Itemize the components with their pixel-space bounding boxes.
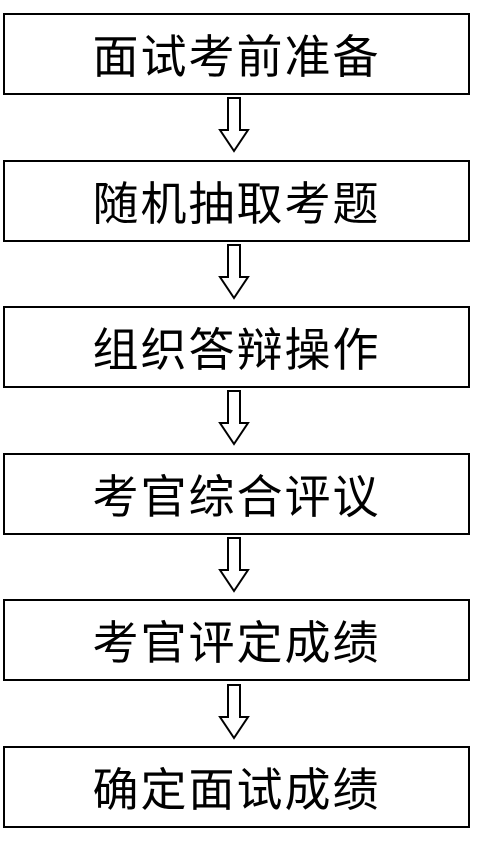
arrow-down-icon: [218, 97, 250, 153]
step-label-1: 面试考前准备: [92, 30, 381, 84]
step-label-6: 确定面试成绩: [92, 763, 381, 817]
arrow-down-icon: [218, 244, 250, 300]
step-box-4: 考官综合评议: [3, 453, 470, 535]
arrow-down-icon: [218, 390, 250, 446]
arrow-down-icon: [218, 684, 250, 740]
step-label-3: 组织答辩操作: [92, 323, 381, 377]
step-box-6: 确定面试成绩: [3, 746, 470, 828]
step-box-5: 考官评定成绩: [3, 599, 470, 681]
arrow-down-icon: [218, 537, 250, 593]
step-label-2: 随机抽取考题: [92, 177, 381, 231]
step-box-1: 面试考前准备: [3, 13, 470, 95]
step-box-2: 随机抽取考题: [3, 160, 470, 242]
step-box-3: 组织答辩操作: [3, 306, 470, 388]
step-label-4: 考官综合评议: [92, 470, 381, 524]
step-label-5: 考官评定成绩: [92, 616, 381, 670]
